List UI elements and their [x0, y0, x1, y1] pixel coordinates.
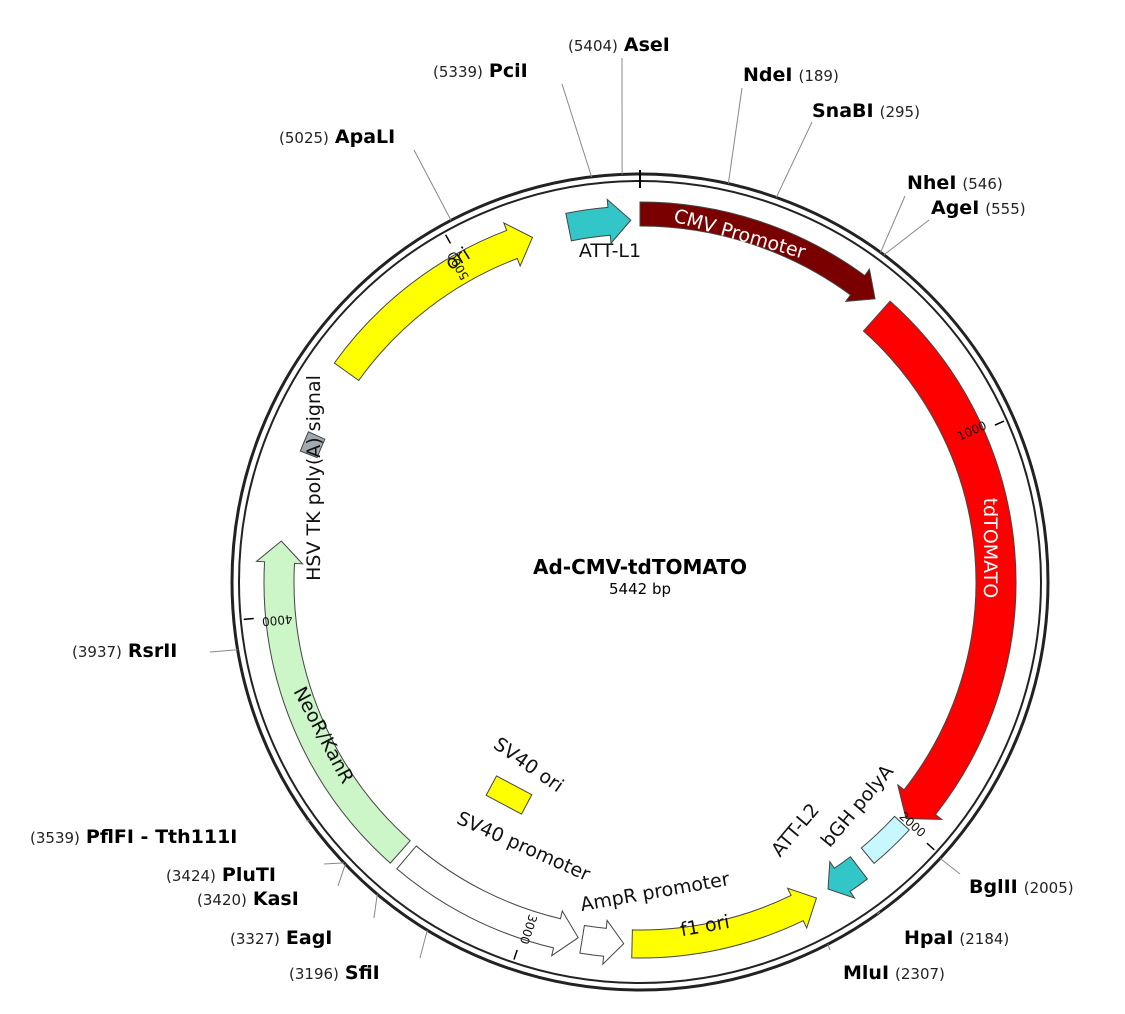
enzyme-leader-line: [939, 857, 961, 875]
tick-mark: [444, 234, 452, 244]
enzyme-leader-line: [880, 195, 906, 253]
enzyme-leader-line: [419, 930, 428, 959]
feature-tdtomato[interactable]: [862, 300, 1017, 821]
enzyme-bglII[interactable]: BglII(2005): [969, 876, 1074, 898]
feature-cmv-promoter[interactable]: [639, 201, 876, 302]
enzyme-leader-line: [337, 864, 346, 887]
enzyme-pluTI[interactable]: (3424)PluTI: [166, 864, 276, 886]
feature-hsv-tk-poly-a-signal[interactable]: [299, 431, 326, 459]
enzyme-sfiI[interactable]: (3196)SfiI: [289, 962, 380, 984]
feature-label-att-l2: ATT-L2: [767, 799, 824, 861]
enzyme-ndeI[interactable]: NdeI(189): [743, 64, 839, 86]
feature-f1-ori[interactable]: [631, 887, 818, 959]
enzyme-aseI[interactable]: (5404)AseI: [568, 34, 670, 56]
feature-label-sv40-promoter: SV40 promoter: [453, 807, 593, 886]
feature-layer: [255, 198, 1017, 966]
feature-sv40-ori[interactable]: [485, 775, 533, 815]
enzyme-ageI[interactable]: AgeI(555): [931, 197, 1026, 219]
plasmid-length: 5442 bp: [609, 580, 671, 598]
enzyme-leader-line: [209, 649, 238, 653]
enzyme-leader-line: [323, 862, 345, 865]
feature-att-l2[interactable]: [827, 856, 869, 900]
enzyme-leader-line: [883, 219, 930, 256]
enzyme-rsrII[interactable]: (3937)RsrII: [72, 640, 177, 662]
enzyme-snabI[interactable]: SnaBI(295): [812, 100, 920, 122]
enzyme-leader-line: [827, 944, 831, 951]
enzyme-labels: (5404)AseI (5339)PciI NdeI(189) SnaBI(29…: [30, 34, 1074, 984]
enzyme-leader-line: [373, 894, 378, 919]
feature-label-hsv-tk-polya: HSV TK poly(A) signal: [303, 375, 325, 581]
enzyme-nheI[interactable]: NheI(546): [907, 172, 1003, 194]
feature-ori[interactable]: [333, 221, 534, 382]
tick-mark: [926, 842, 935, 851]
tick-mark: [243, 617, 254, 621]
enzyme-apaLI[interactable]: (5025)ApaLI: [279, 126, 395, 148]
enzyme-eagI[interactable]: (3327)EagI: [230, 927, 332, 949]
feature-neor-kanr[interactable]: [255, 540, 411, 864]
feature-bgh-polya[interactable]: [860, 815, 910, 865]
enzyme-leader-lines: [209, 57, 961, 959]
enzyme-pciI[interactable]: (5339)PciI: [433, 60, 528, 82]
enzyme-leader-line: [413, 149, 452, 221]
enzyme-leader-line: [305, 819, 310, 822]
enzyme-mluI[interactable]: MluI(2307): [843, 962, 945, 984]
enzyme-leader-line: [775, 121, 813, 198]
enzyme-kasI[interactable]: (3420)KasI: [197, 888, 299, 910]
enzyme-leader-line: [876, 911, 881, 915]
feature-att-l1[interactable]: [565, 198, 632, 245]
feature-sv40-promoter[interactable]: [396, 845, 579, 957]
feature-label-att-l1: ATT-L1: [579, 240, 641, 262]
feature-label-ampr-promoter: AmpR promoter: [579, 868, 732, 916]
enzyme-leader-line: [561, 83, 593, 178]
tick-mark: [994, 420, 1005, 426]
tick-mark: [513, 949, 518, 960]
enzyme-pflFI-tth111I[interactable]: (3539)PflFI - Tth111I: [30, 826, 237, 848]
enzyme-hpaI[interactable]: HpaI(2184): [904, 927, 1009, 949]
enzyme-leader-line: [727, 87, 743, 184]
feature-label-tdtomato: tdTOMATO: [979, 498, 1001, 599]
plasmid-title: Ad-CMV-tdTOMATO: [533, 555, 747, 579]
feature-ampr-promoter[interactable]: [579, 919, 625, 966]
tick-label: 4000: [261, 612, 293, 629]
